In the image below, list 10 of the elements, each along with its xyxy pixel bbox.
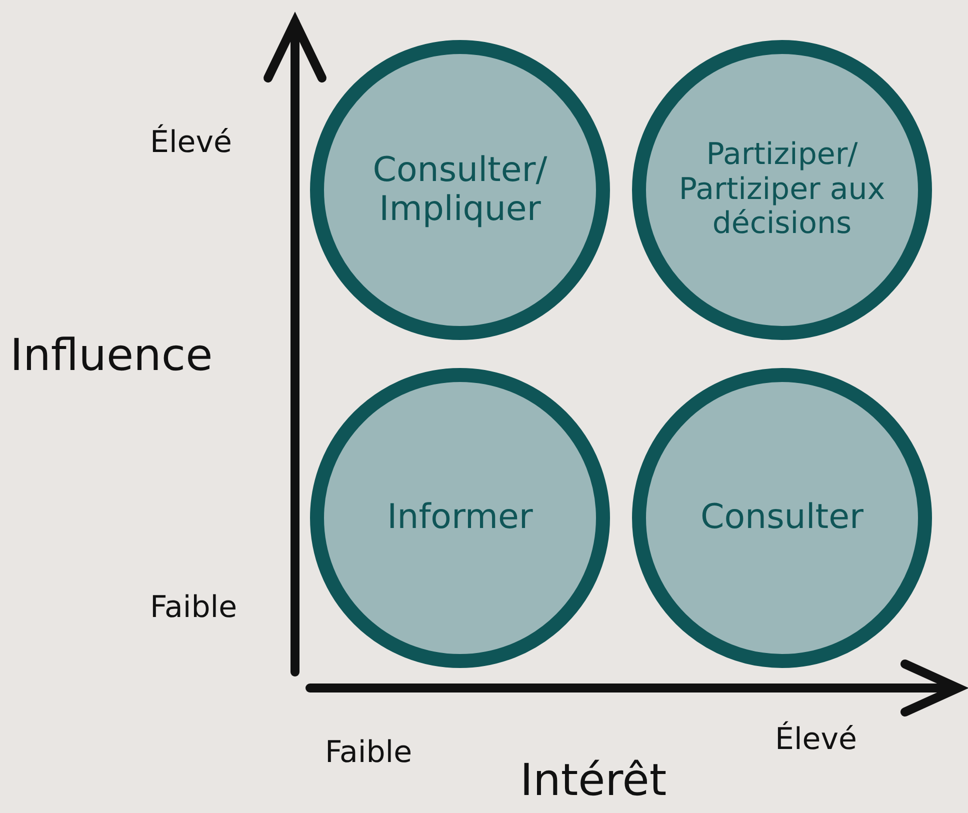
axis-title: Influence <box>10 330 213 381</box>
quadrant-label: Partiziper/ Partiziper aux décisions <box>678 138 886 242</box>
axis-tick-label: Faible <box>150 590 238 625</box>
axis-tick-label: Élevé <box>150 125 232 160</box>
axis-tick-label: Faible <box>325 735 412 770</box>
quadrant-label: Informer <box>386 498 534 538</box>
quadrant-label: Consulter <box>699 498 865 538</box>
axis-tick-label: Élevé <box>775 722 857 757</box>
quadrant-label: Consulter/ Impliquer <box>372 150 548 230</box>
axis-title: Intérêt <box>520 755 667 806</box>
